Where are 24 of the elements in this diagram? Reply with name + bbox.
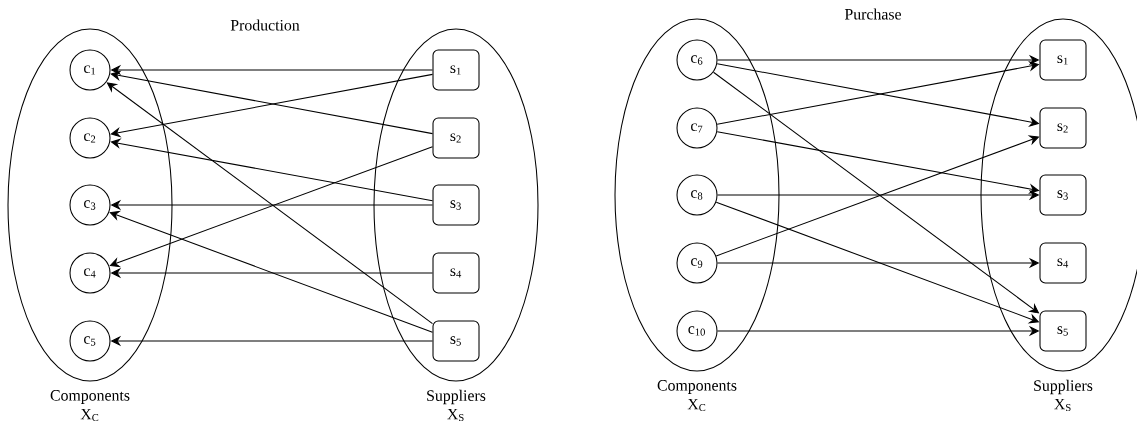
panel-label: Purchase bbox=[844, 8, 901, 20]
node-label: Components bbox=[657, 380, 737, 394]
arrow bbox=[110, 138, 433, 202]
node-label: Suppliers bbox=[1034, 379, 1093, 395]
node-label: Suppliers bbox=[427, 389, 486, 405]
arrow bbox=[712, 71, 1040, 314]
supplier-box: s$_{1}$ bbox=[432, 49, 480, 91]
node-label: X$_{C}$ bbox=[80, 408, 99, 422]
supplier-box: s$_{4}$ bbox=[1039, 242, 1087, 284]
supplier-box: s$_{5}$ bbox=[1039, 310, 1087, 352]
node-label: X$_{S}$ bbox=[447, 408, 464, 422]
arrow bbox=[106, 82, 433, 325]
supplier-box: s$_{3}$ bbox=[1039, 174, 1087, 216]
supplier-box: s$_{3}$ bbox=[432, 184, 480, 226]
supplier-box: s$_{2}$ bbox=[432, 117, 480, 159]
supplier-box: s$_{5}$ bbox=[432, 320, 480, 362]
node-label: Components bbox=[50, 390, 130, 404]
supplier-box: s$_{1}$ bbox=[1039, 39, 1087, 81]
supplier-box: s$_{2}$ bbox=[1039, 107, 1087, 149]
panel-label: Production bbox=[230, 19, 300, 31]
node-label: X$_{S}$ bbox=[1054, 398, 1071, 412]
arrow bbox=[109, 146, 433, 268]
node-label: X$_{C}$ bbox=[687, 398, 706, 412]
supplier-box: s$_{4}$ bbox=[432, 252, 480, 294]
